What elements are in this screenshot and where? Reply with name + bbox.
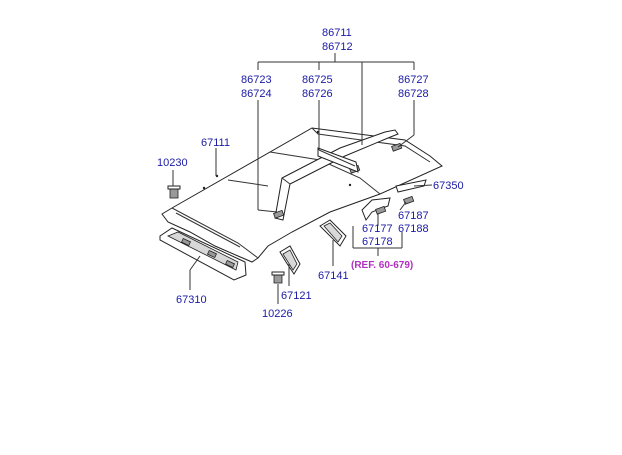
label-67187: 67187 <box>398 210 429 222</box>
reference-note: (REF. 60-679) <box>351 260 413 271</box>
leader-lines <box>172 53 433 304</box>
label-86723: 86723 <box>241 74 272 86</box>
front-header-part <box>159 227 247 281</box>
front-bow-part <box>279 245 301 275</box>
label-67177: 67177 <box>362 223 393 235</box>
label-67178: 67178 <box>362 236 393 248</box>
label-10230: 10230 <box>157 157 188 169</box>
label-86711: 86711 <box>322 27 352 39</box>
label-67121: 67121 <box>281 290 312 302</box>
label-86724: 86724 <box>241 88 272 100</box>
label-67188: 67188 <box>398 223 429 235</box>
center-bow-part <box>319 219 347 247</box>
rear-bow-part <box>361 179 427 222</box>
fastener-10226 <box>271 271 285 284</box>
label-10226: 10226 <box>262 308 293 320</box>
label-86712: 86712 <box>322 41 353 53</box>
label-86728: 86728 <box>398 88 429 100</box>
label-67111: 67111 <box>201 137 230 149</box>
label-67350: 67350 <box>433 180 464 192</box>
label-86725: 86725 <box>302 74 333 86</box>
label-67310: 67310 <box>176 294 207 306</box>
label-67141: 67141 <box>318 270 349 282</box>
fastener-10230 <box>167 185 181 199</box>
label-86727: 86727 <box>398 74 429 86</box>
label-86726: 86726 <box>302 88 333 100</box>
